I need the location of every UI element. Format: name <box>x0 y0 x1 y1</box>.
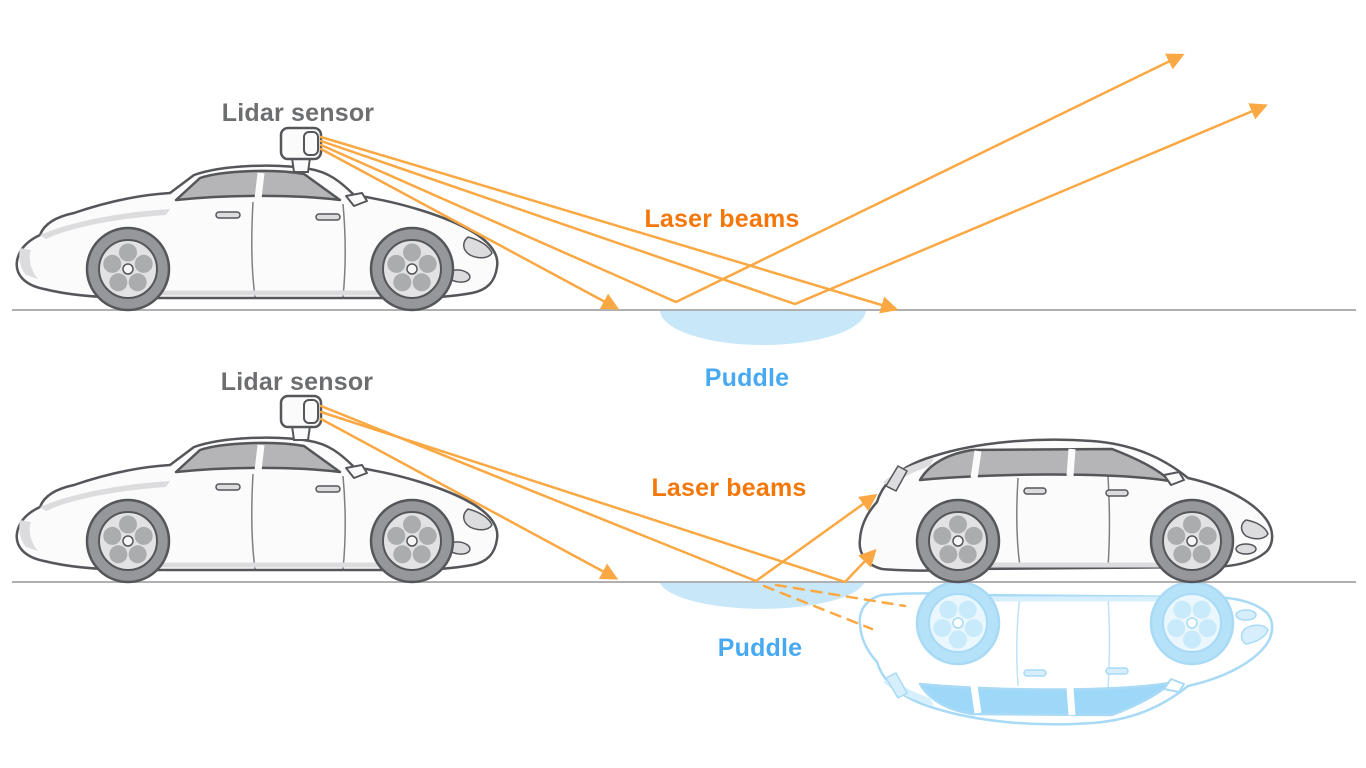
laser-beam-ground-left <box>319 147 620 310</box>
lidar-sensor-label: Lidar sensor <box>221 368 374 396</box>
virtual-ray-to-reflection-lower <box>762 584 874 631</box>
scene-bottom: Lidar sensor Laser beams Puddle <box>12 368 1356 724</box>
puddle-shape <box>660 583 864 609</box>
laser-beam-ground-left <box>319 417 619 580</box>
laser-beam-reflected-shallow <box>319 103 1268 306</box>
laser-beam-ground-right <box>319 135 899 314</box>
lidar-sensor-label: Lidar sensor <box>222 99 375 127</box>
laser-beam-reflected-steep <box>319 53 1185 304</box>
puddle-label: Puddle <box>718 634 803 662</box>
lidar-car <box>17 438 498 582</box>
virtual-ray-to-reflection-upper <box>774 583 907 608</box>
laser-beam-reflected-to-car-lower <box>319 410 877 584</box>
laser-beam-reflected-to-car-upper <box>319 404 878 583</box>
scene-top: Lidar sensor Laser beams Puddle <box>12 53 1356 392</box>
laser-beams-label: Laser beams <box>651 474 806 502</box>
laser-beams <box>319 53 1268 314</box>
lidar-sensor-unit <box>281 396 321 440</box>
lidar-car <box>17 166 498 310</box>
parked-car <box>860 440 1272 582</box>
puddle-shape <box>660 310 866 345</box>
laser-beams <box>319 404 907 631</box>
laser-beams-label: Laser beams <box>644 205 799 233</box>
puddle-label: Puddle <box>705 364 790 392</box>
reflected-car <box>860 582 1272 724</box>
